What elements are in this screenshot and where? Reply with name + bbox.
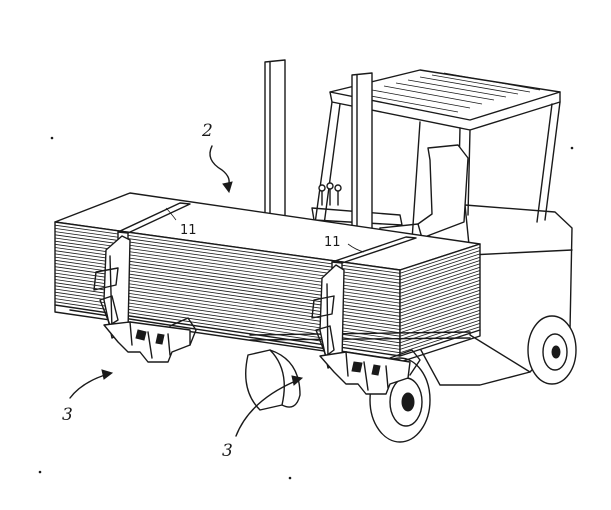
- panel-layer-line: [399, 303, 481, 330]
- panel-layer-line: [399, 263, 481, 291]
- panel-layer-line: [399, 280, 481, 307]
- panel-layer-line: [399, 246, 481, 274]
- panel-layer-line: [399, 270, 481, 297]
- reference-label-band-left: 11: [165, 207, 197, 238]
- panel-layer-line: [399, 293, 481, 320]
- panel-layer-line: [399, 256, 481, 284]
- rear-wheel: [527, 315, 577, 385]
- svg-text:3: 3: [62, 405, 73, 425]
- panel-layer-line: [399, 309, 481, 337]
- svg-text:3: 3: [222, 441, 233, 461]
- panel-layer-line: [399, 253, 481, 281]
- seat: [417, 144, 469, 239]
- speck: [50, 136, 54, 140]
- panel-layer-line: [399, 323, 481, 350]
- panel-layer-line: [399, 286, 481, 314]
- panel-layer-line: [399, 276, 481, 304]
- panel-layer-line: [399, 326, 481, 354]
- panel-layer-line: [399, 250, 481, 277]
- speck: [38, 470, 42, 474]
- speck: [288, 476, 292, 480]
- svg-text:11: 11: [324, 235, 341, 250]
- reference-label-forklift: 2: [201, 121, 233, 194]
- panel-layer-line: [399, 299, 481, 327]
- speck: [570, 146, 574, 150]
- roof-grille: [359, 72, 541, 113]
- panel-layer-line: [399, 260, 481, 287]
- clamp-assembly-left: [93, 235, 197, 363]
- panel-layer-line: [399, 266, 481, 294]
- panel-layer-line: [399, 313, 481, 340]
- svg-text:11: 11: [180, 223, 197, 238]
- panel-layers-end: [399, 246, 481, 354]
- panel-layer-line: [399, 289, 481, 317]
- panel-layer-line: [399, 306, 481, 334]
- reference-label-clamp-right: 3: [222, 375, 304, 461]
- reference-label-clamp-left: 3: [62, 369, 114, 425]
- panel-layer-line: [399, 296, 481, 324]
- reference-label-band-right: 11: [324, 235, 365, 253]
- panel-layer-line: [399, 273, 481, 301]
- svg-text:2: 2: [201, 121, 213, 141]
- panel-layer-line: [399, 283, 481, 311]
- front-wheel-left: [245, 349, 301, 411]
- clamp-assembly-right: [311, 264, 421, 395]
- fork-tine: [249, 331, 471, 336]
